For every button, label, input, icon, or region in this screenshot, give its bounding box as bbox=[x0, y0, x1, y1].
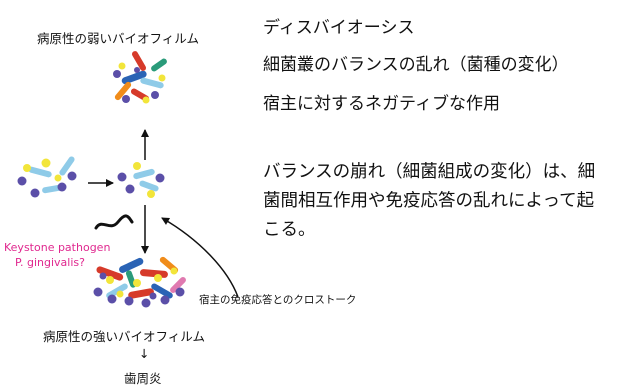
dysbiosis-bullet-2: 宿主に対するネガティブな作用 bbox=[263, 94, 500, 114]
explanation-line-1: バランスの崩れ（細菌組成の変化）は、細 bbox=[263, 162, 596, 182]
down-arrow-glyph: ↓ bbox=[139, 346, 150, 361]
keystone-line-2: P. gingivalis? bbox=[15, 256, 85, 269]
strong-biofilm-cluster bbox=[93, 256, 186, 308]
crosstalk-arrow bbox=[161, 217, 239, 298]
keystone-line-1: Keystone pathogen bbox=[4, 241, 111, 254]
keystone-pathogen-label: Keystone pathogen P. gingivalis? bbox=[4, 240, 111, 270]
dysbiosis-bullet-1: 細菌叢のバランスの乱れ（菌種の変化） bbox=[263, 55, 569, 75]
explanation-paragraph: バランスの崩れ（細菌組成の変化）は、細 菌間相互作用や免疫応答の乱れによって起 … bbox=[263, 158, 595, 245]
explanation-line-3: こる。 bbox=[263, 220, 316, 240]
healthy-flora-cluster bbox=[17, 156, 77, 198]
explanation-line-2: 菌間相互作用や免疫応答の乱れによって起 bbox=[263, 191, 595, 211]
middle-flora-cluster bbox=[117, 162, 165, 198]
periodontitis-label: 歯周炎 bbox=[124, 371, 162, 386]
strong-biofilm-label: 病原性の強いバイオフィルム bbox=[43, 329, 206, 344]
weak-biofilm-cluster bbox=[113, 51, 167, 104]
keystone-pathogen-icon bbox=[94, 214, 134, 230]
weak-biofilm-label: 病原性の弱いバイオフィルム bbox=[37, 31, 200, 46]
crosstalk-label: 宿主の免疫応答とのクロストーク bbox=[199, 294, 357, 306]
dysbiosis-title: ディスバイオーシス bbox=[263, 18, 415, 38]
